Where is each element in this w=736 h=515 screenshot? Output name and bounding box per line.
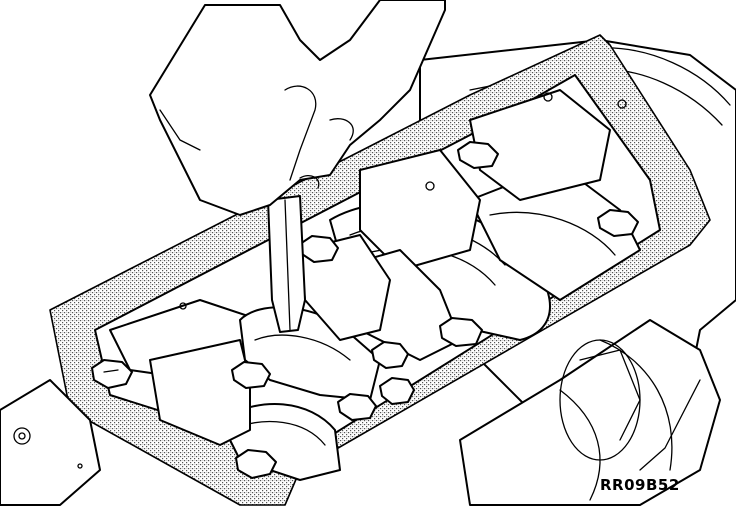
bolt <box>439 317 483 347</box>
bolt <box>371 341 409 369</box>
plastigauge-strip <box>267 195 306 333</box>
bolt <box>597 209 639 237</box>
main-bearing-cap-front <box>109 299 271 446</box>
bolt <box>91 359 133 389</box>
flange-holes <box>77 92 627 469</box>
bolt <box>299 235 339 263</box>
connecting-rod-cap <box>239 234 391 401</box>
main-bearing-cap-rear <box>469 89 611 201</box>
block-casing-lower-right <box>459 319 721 506</box>
plug-fitting <box>13 427 31 445</box>
bolt <box>457 141 499 169</box>
bolt <box>337 393 377 421</box>
bolt <box>231 361 271 389</box>
block-casing-lower-left <box>0 379 101 506</box>
reference-leader-line <box>639 379 701 471</box>
hand <box>149 0 446 216</box>
bolt <box>379 377 415 405</box>
main-bearing-cap-centre <box>329 149 481 361</box>
bolt <box>235 449 277 479</box>
figure-reference-code: RR09B52 <box>600 476 680 494</box>
